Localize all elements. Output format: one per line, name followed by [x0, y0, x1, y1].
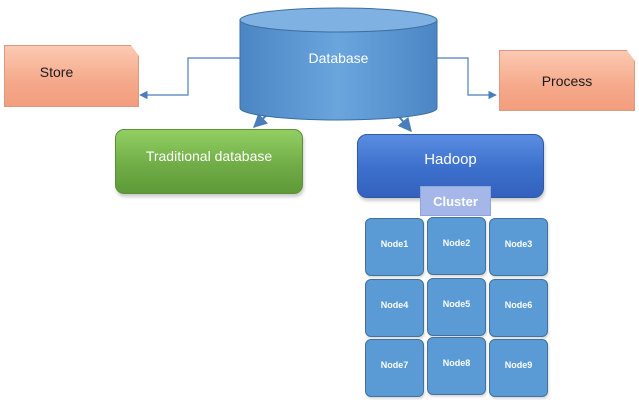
- node-label: Node2: [442, 238, 471, 248]
- node-label: Node5: [442, 299, 471, 309]
- cluster-box: Cluster: [420, 186, 491, 216]
- connector-database-store: [139, 57, 240, 100]
- process-shape: Process: [499, 50, 635, 111]
- hadoop-label: Hadoop: [424, 151, 477, 168]
- node-label: Node6: [504, 300, 533, 310]
- database-cylinder: [239, 7, 438, 121]
- node-box: Node8: [427, 337, 486, 395]
- node-box: Node1: [365, 218, 424, 276]
- node-box: Node7: [365, 339, 424, 397]
- node-label: Node8: [442, 358, 471, 368]
- node-label: Node4: [380, 300, 409, 310]
- node-box: Node2: [427, 217, 486, 275]
- traditional-database-box: Traditional database: [115, 129, 303, 194]
- store-label: Store: [39, 64, 74, 80]
- database-text: Database: [308, 50, 369, 66]
- cluster-label: Cluster: [433, 193, 478, 209]
- connector-database-process: [437, 57, 497, 100]
- node-label: Node9: [504, 360, 533, 370]
- node-box: Node4: [365, 279, 424, 337]
- node-box: Node9: [489, 339, 548, 397]
- node-label: Node7: [380, 360, 409, 370]
- node-label: Node3: [504, 239, 533, 249]
- node-box: Node5: [427, 278, 486, 336]
- process-label: Process: [541, 72, 593, 89]
- traditional-database-label: Traditional database: [145, 147, 273, 164]
- node-box: Node6: [489, 279, 548, 337]
- store-shape: Store: [4, 45, 139, 107]
- database-label: Database: [240, 50, 437, 66]
- node-label: Node1: [380, 239, 409, 249]
- node-box: Node3: [489, 218, 548, 276]
